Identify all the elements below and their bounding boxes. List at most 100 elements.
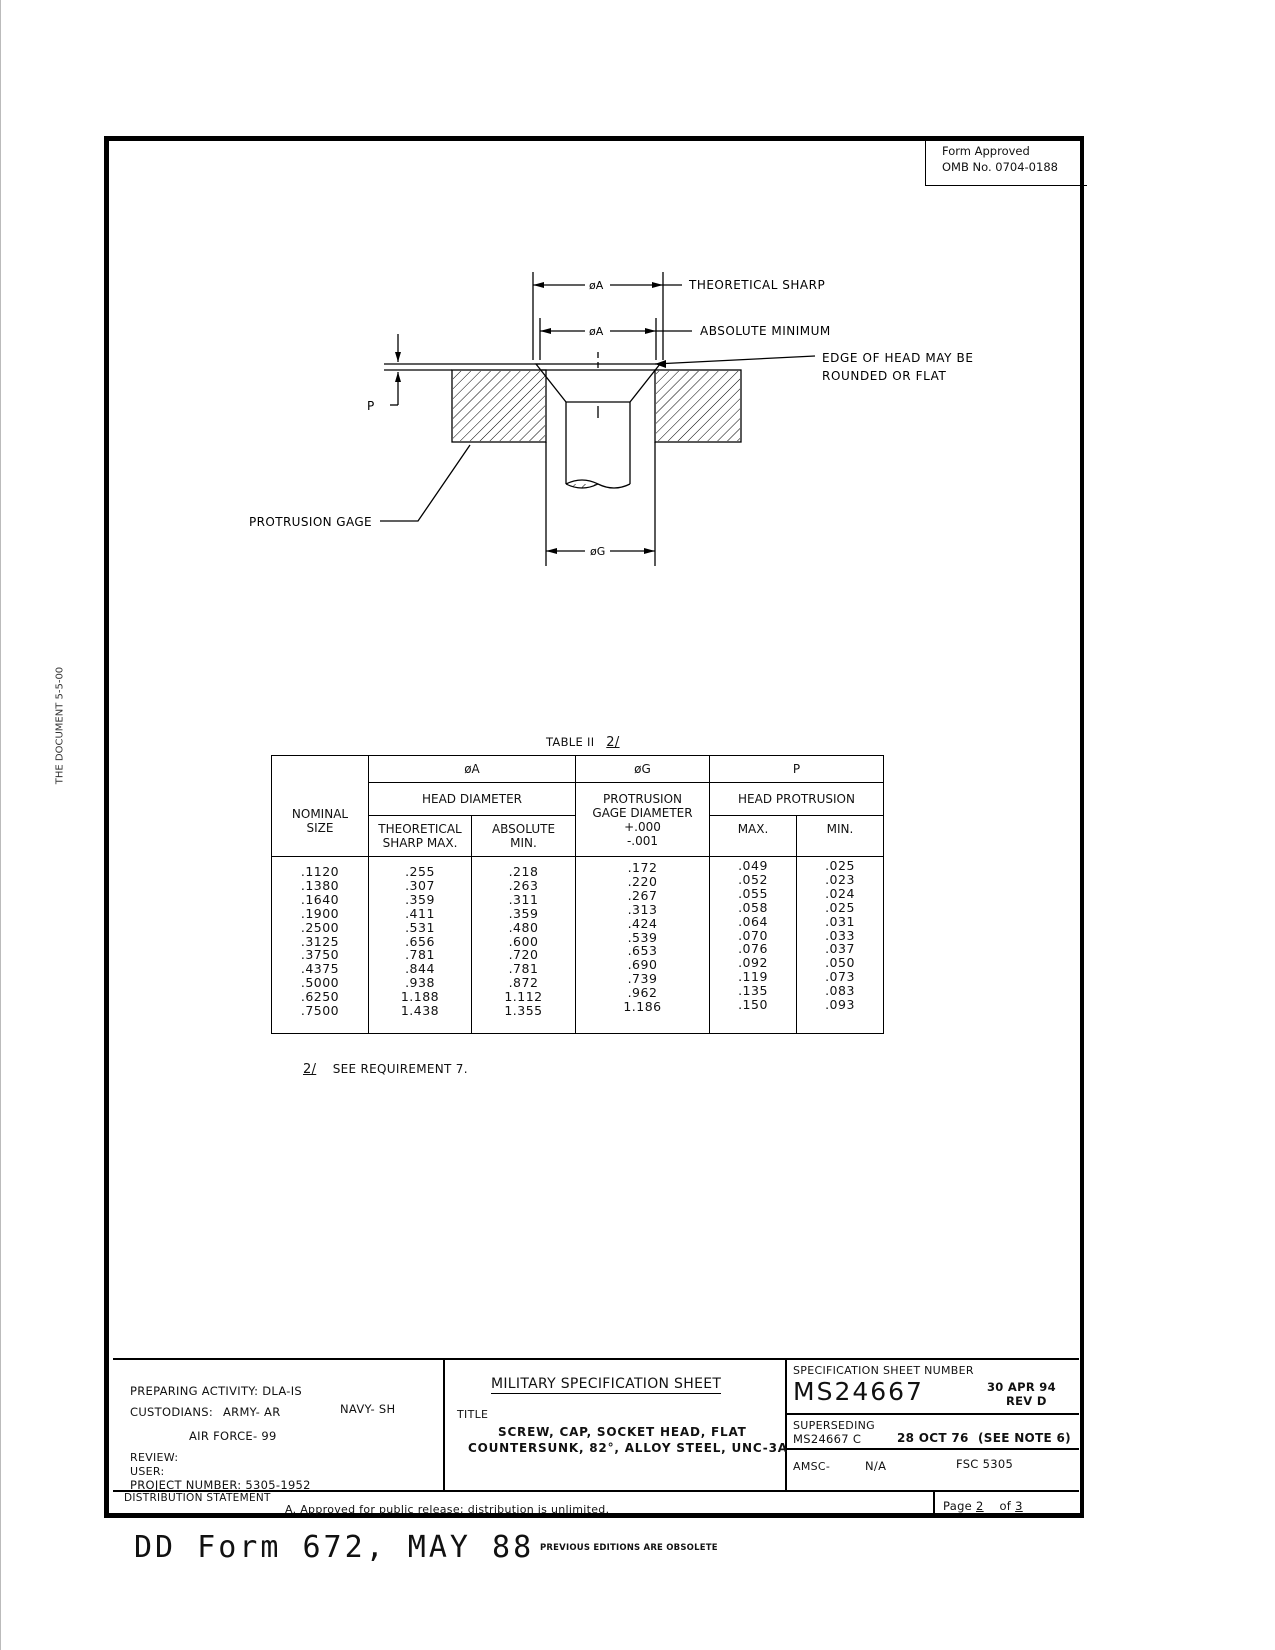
table-cell: .311 (508, 891, 539, 907)
spec-revision: REV D (1006, 1394, 1047, 1408)
table-cell: .076 (738, 941, 768, 957)
table-cell: .119 (738, 969, 768, 985)
table-cell: .313 (627, 901, 658, 917)
table-cell: .150 (738, 997, 768, 1013)
mil-spec-sheet-heading: MILITARY SPECIFICATION SHEET (491, 1376, 722, 1394)
custodians-label: CUSTODIANS: (130, 1405, 214, 1419)
spec-sheet-number-label: SPECIFICATION SHEET NUMBER (793, 1364, 974, 1377)
protrusion-gage-label: PROTRUSION GAGE (249, 515, 372, 529)
table-cell: 1.355 (504, 1003, 543, 1019)
table-cell: .025 (825, 899, 855, 915)
distribution-text: A. Approved for public release; distribu… (285, 1503, 610, 1516)
footnote: 2/ SEE REQUIREMENT 7. (303, 1062, 468, 1077)
table-cell: .135 (738, 983, 768, 999)
protrusion-min-column: .025.023.024.025.031.033.037.050.073.083… (796, 856, 884, 1034)
p-header: P (709, 755, 884, 783)
table-cell: .1380 (300, 877, 340, 893)
table-cell: 1.112 (504, 989, 543, 1005)
review-label: REVIEW: (130, 1451, 179, 1464)
table-cell: .031 (825, 913, 855, 929)
custodian-air-force: AIR FORCE- 99 (189, 1429, 277, 1443)
table-cell: .781 (405, 947, 435, 963)
phi-a-header: øA (368, 755, 576, 783)
table-cell: .037 (825, 941, 855, 957)
min-header: MIN. (796, 815, 884, 857)
table-cell: .172 (627, 860, 658, 875)
omb-number: OMB No. 0704-0188 (942, 160, 1058, 174)
spec-date: 30 APR 94 (987, 1380, 1056, 1394)
table-cell: .844 (405, 961, 435, 977)
amsc-value: N/A (865, 1459, 887, 1473)
table-cell: .359 (508, 905, 539, 921)
superseding-label: SUPERSEDING (793, 1419, 875, 1432)
max-header: MAX. (709, 815, 797, 857)
table-cell: .3750 (300, 947, 340, 963)
table-cell: .359 (405, 891, 435, 907)
dim-p-label: P (367, 399, 374, 413)
table-cell: .653 (627, 943, 658, 959)
table-title: TABLE II 2/ (546, 735, 620, 750)
title-label: TITLE (457, 1408, 489, 1421)
table-cell: .055 (738, 885, 768, 901)
head-diameter-header: HEAD DIAMETER (368, 782, 576, 816)
head-protrusion-header: HEAD PROTRUSION (709, 782, 884, 816)
table-cell: .480 (508, 919, 539, 935)
table-cell: .033 (825, 927, 855, 943)
table-cell: .255 (405, 864, 435, 879)
table-cell: .938 (405, 975, 435, 991)
table-cell: 1.438 (400, 1003, 440, 1019)
table-cell: .1640 (300, 891, 340, 907)
table-cell: .4375 (300, 961, 340, 977)
amsc-label: AMSC- (793, 1460, 831, 1473)
dim-g-label: øG (590, 545, 605, 558)
preparing-activity: PREPARING ACTIVITY: DLA-IS (130, 1384, 303, 1398)
dim-a-absolute-label: øA (589, 325, 604, 338)
superseded-date: 28 OCT 76 (897, 1431, 969, 1445)
edge-note-line1: EDGE OF HEAD MAY BE (822, 351, 974, 365)
distribution-label: DISTRIBUTION STATEMENT (124, 1492, 271, 1504)
page-indicator: Page 2 of 3 (943, 1499, 1023, 1513)
table-cell: .1120 (300, 864, 340, 879)
spec-number: MS24667 (793, 1377, 924, 1406)
table-cell: .411 (405, 905, 435, 921)
table-cell: .7500 (300, 1003, 340, 1019)
form-approved-label: Form Approved (942, 144, 1030, 158)
title-line1: SCREW, CAP, SOCKET HEAD, FLAT (498, 1425, 747, 1439)
table-cell: .656 (405, 933, 435, 949)
nominal-size-column: .1120.1380.1640.1900.2500.3125.3750.4375… (271, 856, 369, 1034)
table-cell: .720 (508, 947, 539, 963)
title-block: PREPARING ACTIVITY: DLA-IS CUSTODIANS: A… (113, 1358, 1079, 1516)
previous-editions-note: PREVIOUS EDITIONS ARE OBSOLETE (540, 1543, 718, 1553)
table-cell: .539 (627, 929, 658, 945)
table-cell: .3125 (300, 933, 340, 949)
page-edge (0, 0, 1, 1650)
dim-a-theoretical-label: øA (589, 279, 604, 292)
table-cell: .739 (627, 971, 658, 987)
table-cell: .058 (738, 899, 768, 915)
table-cell: 1.186 (623, 999, 662, 1015)
table-cell: .263 (508, 877, 539, 893)
table-cell: .025 (825, 858, 855, 873)
table-cell: .050 (825, 955, 855, 971)
table-cell: .5000 (300, 975, 340, 991)
table-cell: .092 (738, 955, 768, 971)
protrusion-max-column: .049.052.055.058.064.070.076.092.119.135… (709, 856, 797, 1034)
absolute-minimum-label: ABSOLUTE MINIMUM (700, 324, 831, 338)
table-cell: .600 (508, 933, 539, 949)
table-cell: .052 (738, 871, 768, 887)
gage-diameter-column: .172.220.267.313.424.539.653.690.739.962… (575, 856, 710, 1034)
table-cell: .267 (627, 887, 658, 903)
table-cell: .690 (627, 957, 658, 973)
table-cell: .424 (627, 915, 658, 931)
table-cell: .064 (738, 913, 768, 929)
theoretical-sharp-label: THEORETICAL SHARP (688, 278, 825, 292)
custodian-navy: NAVY- SH (340, 1402, 396, 1416)
table-cell: .049 (738, 858, 768, 873)
table-cell: .024 (825, 885, 855, 901)
phi-g-header: øG (575, 755, 710, 783)
